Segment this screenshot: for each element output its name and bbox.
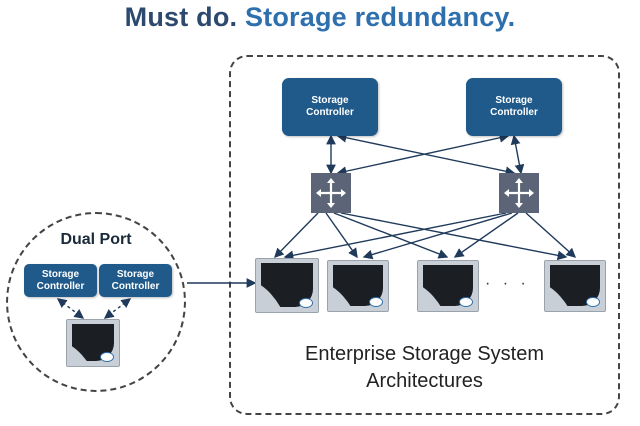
controller-label-line-1: Storage — [116, 269, 155, 280]
network-switch-icon — [311, 173, 351, 213]
page-title: Must do. Storage redundancy. — [0, 2, 640, 33]
enterprise-label-line-1: Enterprise Storage System — [305, 343, 544, 365]
controller-label-line-1: Storage — [495, 94, 533, 106]
dual-port-storage-controller-1: Storage Controller — [24, 264, 97, 297]
controller-label-line-2: Controller — [111, 280, 160, 292]
dual-port-boundary — [6, 212, 186, 392]
ssd-drive-icon — [66, 319, 120, 367]
controller-label-line-2: Controller — [490, 107, 538, 118]
ssd-drive-icon — [544, 260, 606, 312]
controller-label-line-2: Controller — [36, 280, 85, 292]
title-part-1: Must do. — [124, 2, 238, 32]
enterprise-system-boundary — [229, 55, 620, 415]
ssd-drive-icon — [255, 258, 319, 313]
controller-label-line-1: Storage — [311, 94, 349, 106]
enterprise-storage-controller-2: Storage Controller — [466, 78, 562, 136]
dual-port-storage-controller-2: Storage Controller — [99, 264, 172, 297]
controller-label-line-1: Storage — [41, 269, 80, 280]
dual-port-label: Dual Port — [60, 231, 132, 248]
more-drives-ellipsis: · · · — [485, 275, 530, 292]
ssd-drive-icon — [417, 260, 479, 312]
enterprise-storage-controller-1: Storage Controller — [282, 78, 378, 136]
controller-label-line-2: Controller — [306, 107, 354, 118]
enterprise-architecture-label: Enterprise Storage System Architectures — [252, 341, 597, 395]
enterprise-label-line-2: Architectures — [366, 370, 483, 392]
title-part-2: Storage redundancy. — [244, 2, 516, 32]
network-switch-icon — [499, 173, 539, 213]
ssd-drive-icon — [327, 260, 389, 312]
